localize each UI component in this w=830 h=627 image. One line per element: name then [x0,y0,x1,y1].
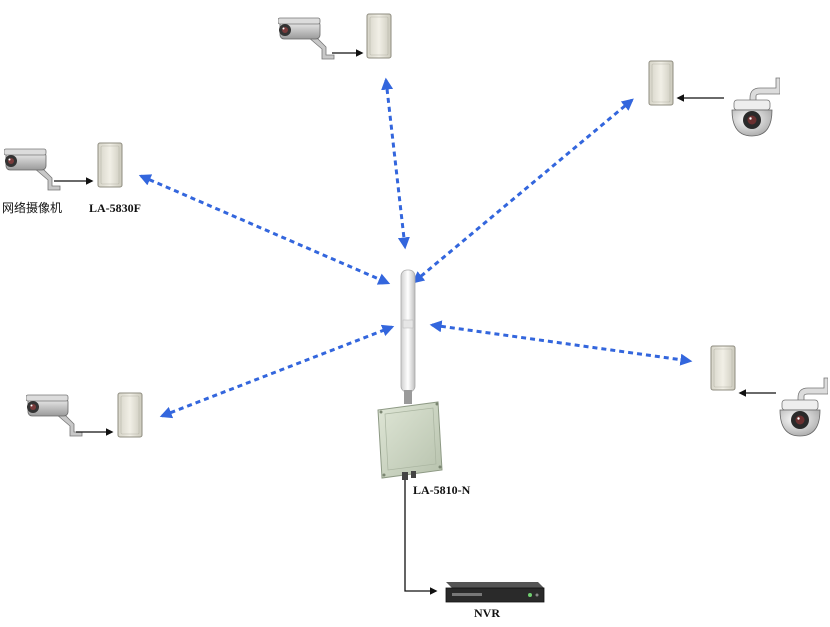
bullet-camera-icon [26,394,83,437]
cpe-model-label: LA-5830F [89,201,141,215]
camera-caption: 网络摄像机 [2,200,62,215]
link-top-camera [381,77,410,250]
link-left-camera [138,174,391,285]
camera-node-left: 网络摄像机 LA-5830F [2,142,141,215]
link-top-right-camera [412,98,634,284]
link-bottom-left-camera [159,324,395,419]
panel-antenna-icon [648,60,674,106]
camera-node-top [278,13,392,60]
camera-node-right [710,345,828,437]
base-model-label: LA-5810-N [413,483,471,497]
omni-antenna-icon [400,269,416,404]
camera-node-top-right [648,60,780,137]
nvr-label: NVR [474,606,500,620]
wireless-links [138,77,693,419]
panel-antenna-icon [97,142,123,188]
dome-camera-icon [731,77,780,137]
panel-antenna-icon [117,392,143,438]
bullet-camera-icon [4,148,61,191]
wired-link-to-nvr [404,480,438,595]
link-right-camera [429,320,693,366]
bullet-camera-icon [278,17,335,60]
dome-camera-icon [779,377,828,437]
nvr-recorder-icon [445,582,545,603]
camera-node-bottom-left [26,392,143,438]
panel-antenna-icon [366,13,392,59]
panel-antenna-icon [710,345,736,391]
nvr-device: NVR [445,582,545,620]
base-station: LA-5810-N [377,269,471,497]
base-station-icon [377,401,443,480]
